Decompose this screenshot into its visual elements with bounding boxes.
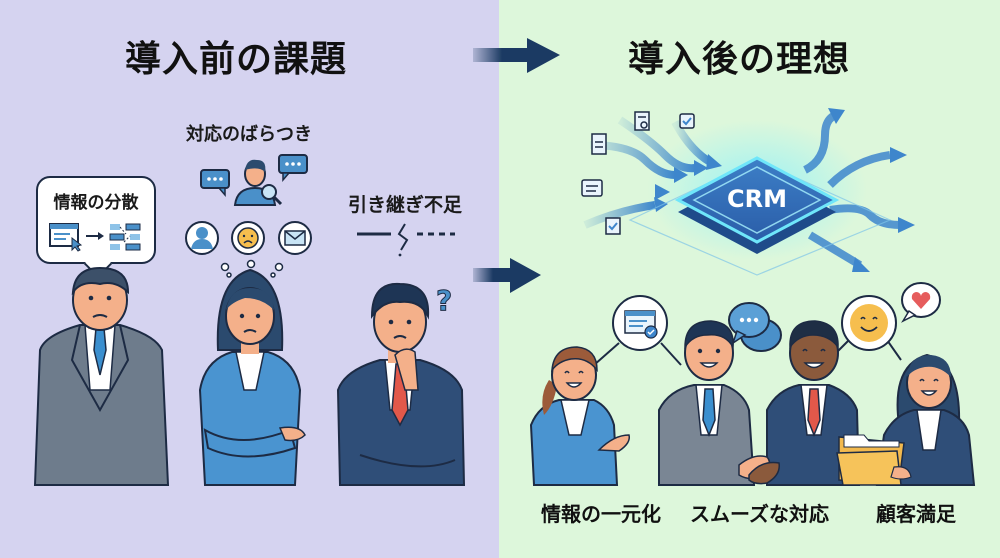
man-handshake-red-tie — [766, 320, 861, 486]
customer-avatar-icon — [185, 221, 219, 255]
confused-man-thinking: ? — [336, 282, 466, 486]
mail-icon — [278, 221, 312, 255]
crm-label: CRM — [727, 185, 787, 213]
benefit-label-satisfaction: 顧客満足 — [876, 502, 956, 526]
message-icon — [581, 179, 603, 197]
doc-search-icon — [634, 111, 650, 131]
sad-face-icon — [231, 221, 265, 255]
scattered-info-bubble: 情報の分散 — [36, 176, 156, 279]
broken-handoff-icon — [357, 223, 455, 257]
frowning-woman-arms-crossed — [198, 268, 306, 486]
before-title: 導入前の課題 — [125, 39, 348, 80]
man-handshake — [658, 320, 756, 486]
issue-label-scattered: 情報の分散 — [53, 193, 139, 213]
checked-doc-icon — [605, 217, 621, 235]
left-people: ? — [33, 266, 466, 486]
transition-arrow-middle — [473, 258, 541, 293]
folder-icon — [836, 434, 912, 486]
handshake-icon — [738, 455, 780, 485]
scattered-data-icon — [49, 223, 141, 252]
outgoing-arrowheads — [828, 108, 915, 272]
crm-hub-diagram: CRM — [580, 108, 915, 276]
chat-bubbles-icon — [728, 302, 782, 352]
chat-bubble-icon — [200, 169, 230, 198]
incoming-flows — [580, 116, 713, 229]
inconsistent-response-icon — [185, 154, 312, 278]
document-icon — [591, 133, 607, 155]
chat-bubble-icon — [278, 154, 308, 183]
incoming-arrowheads — [654, 154, 722, 212]
smiley-heart-icon — [841, 282, 941, 351]
benefit-label-smooth: スムーズな対応 — [690, 502, 829, 526]
document-icons — [581, 111, 695, 235]
question-mark-icon: ? — [436, 284, 452, 317]
issue-label-handoff: 引き継ぎ不足 — [348, 194, 463, 216]
checkbox-icon — [679, 113, 695, 129]
benefit-label-unified: 情報の一元化 — [541, 502, 661, 526]
outgoing-flows — [803, 111, 901, 269]
issue-label-inconsistent: 対応のばらつき — [186, 124, 312, 145]
transition-arrow-top — [473, 38, 560, 73]
person-search-icon — [233, 159, 283, 206]
smiling-woman-presenting — [529, 346, 631, 486]
right-people — [529, 282, 976, 486]
worried-man-gray-suit — [33, 266, 170, 486]
after-title: 導入後の理想 — [628, 39, 851, 80]
unified-data-icon — [612, 295, 668, 351]
